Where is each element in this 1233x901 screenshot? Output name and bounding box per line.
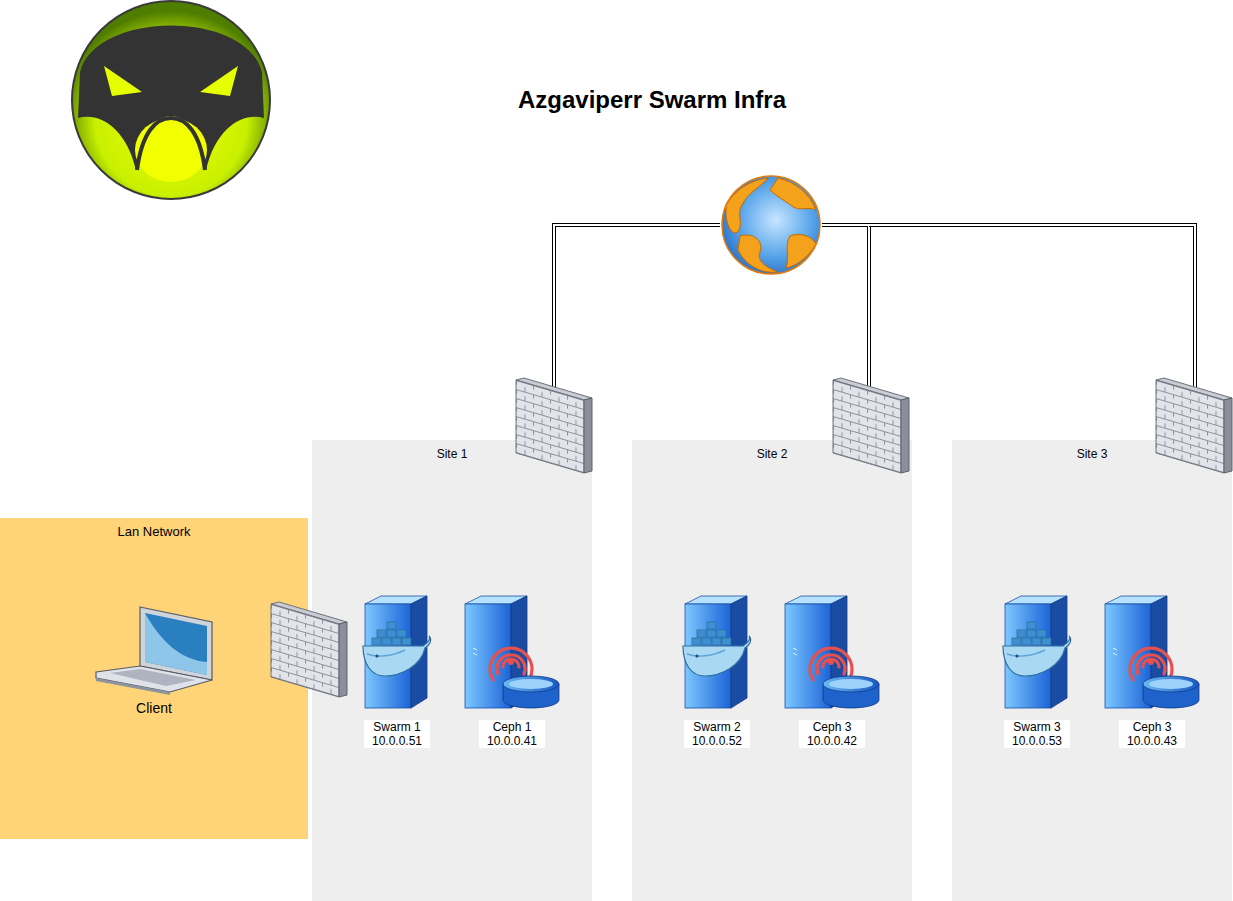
- site-panel: Lan NetworkClient: [0, 518, 308, 839]
- firewall: [833, 378, 909, 473]
- docker-server-icon: [683, 596, 751, 708]
- site-panel: Site 2 Swarm 2 10.0.0.52 Ceph 3 10.0.0.42: [632, 440, 912, 901]
- node-text: Ceph 1 10.0.0.41: [481, 720, 543, 748]
- diagram-title: Azgaviperr Swarm Infra: [518, 86, 786, 114]
- ceph-server-icon: [785, 596, 879, 708]
- wan-wire: [552, 225, 1196, 393]
- server-label: Client: [134, 701, 174, 715]
- laptop-icon: [96, 607, 212, 695]
- server-label: Ceph 1 10.0.0.41: [479, 720, 545, 748]
- server-label: Ceph 3 10.0.0.43: [1119, 720, 1185, 748]
- node-text: Site 3: [956, 447, 1228, 461]
- firewall: [271, 602, 347, 697]
- node-text: Lan Network: [4, 524, 304, 540]
- node-text: Site 2: [636, 447, 908, 461]
- node-text: Ceph 3 10.0.0.42: [801, 720, 863, 748]
- firewall: [516, 378, 592, 473]
- logo: [72, 1, 270, 199]
- node-text: Swarm 3 10.0.0.53: [1006, 720, 1068, 748]
- docker-server-icon: [363, 596, 431, 708]
- site-panel: Site 1 Swarm 1 10.0.0.51 Ceph 1 10.0.0.41: [312, 440, 592, 901]
- ceph-server-icon: [465, 596, 559, 708]
- server-label: Ceph 3 10.0.0.42: [799, 720, 865, 748]
- internet-globe: [722, 176, 820, 274]
- server-label: Swarm 3 10.0.0.53: [1004, 720, 1070, 748]
- node-text: Ceph 3 10.0.0.43: [1121, 720, 1183, 748]
- node-text: Site 1: [316, 447, 588, 461]
- server-label: Swarm 2 10.0.0.52: [684, 720, 750, 748]
- node-text: Client: [136, 701, 172, 715]
- server-label: Swarm 1 10.0.0.51: [364, 720, 430, 748]
- firewall: [1156, 378, 1232, 473]
- ceph-server-icon: [1105, 596, 1199, 708]
- site-panel: Site 3 Swarm 3 10.0.0.53 Ceph 3 10.0.0.43: [952, 440, 1232, 901]
- node-text: Swarm 2 10.0.0.52: [686, 720, 748, 748]
- node-text: Swarm 1 10.0.0.51: [366, 720, 428, 748]
- docker-server-icon: [1003, 596, 1071, 708]
